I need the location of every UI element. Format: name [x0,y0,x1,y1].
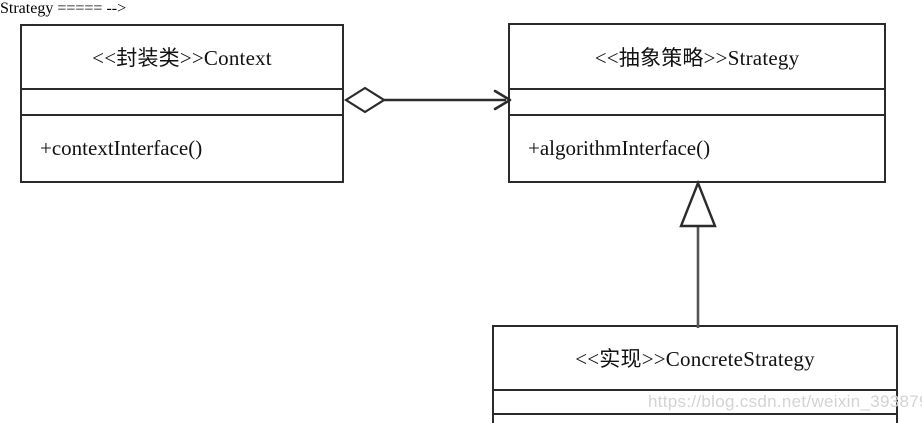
class-attributes-compartment [494,389,896,413]
class-operations-compartment: +contextInterface() [22,114,342,181]
class-operations-compartment [494,413,896,423]
uml-class-concrete-strategy[interactable]: <<实现>>ConcreteStrategy [492,325,898,423]
class-attributes-compartment [22,88,342,114]
relationship-aggregation-context-strategy[interactable] [340,78,516,122]
class-operation-context-interface: +contextInterface() [40,136,203,160]
generalization-triangle-icon [679,179,717,228]
class-title-compartment: <<封装类>>Context [22,26,342,88]
class-title-compartment: <<实现>>ConcreteStrategy [494,327,896,389]
class-operation-algorithm-interface: +algorithmInterface() [528,136,711,160]
open-arrowhead-icon [493,89,512,111]
class-title-strategy: <<抽象策略>>Strategy [594,45,800,70]
class-title-concrete-strategy: <<实现>>ConcreteStrategy [575,347,815,371]
uml-class-context[interactable]: <<封装类>>Context +contextInterface() [20,24,344,183]
class-operations-compartment: +algorithmInterface() [510,114,884,181]
class-attributes-compartment [510,88,884,114]
class-title-context: <<封装类>>Context [92,46,272,70]
relationship-generalization-concrete-strategy[interactable] [668,178,728,330]
uml-class-strategy[interactable]: <<抽象策略>>Strategy +algorithmInterface() [508,23,886,183]
aggregation-diamond-icon [343,86,387,114]
class-title-compartment: <<抽象策略>>Strategy [510,25,884,88]
